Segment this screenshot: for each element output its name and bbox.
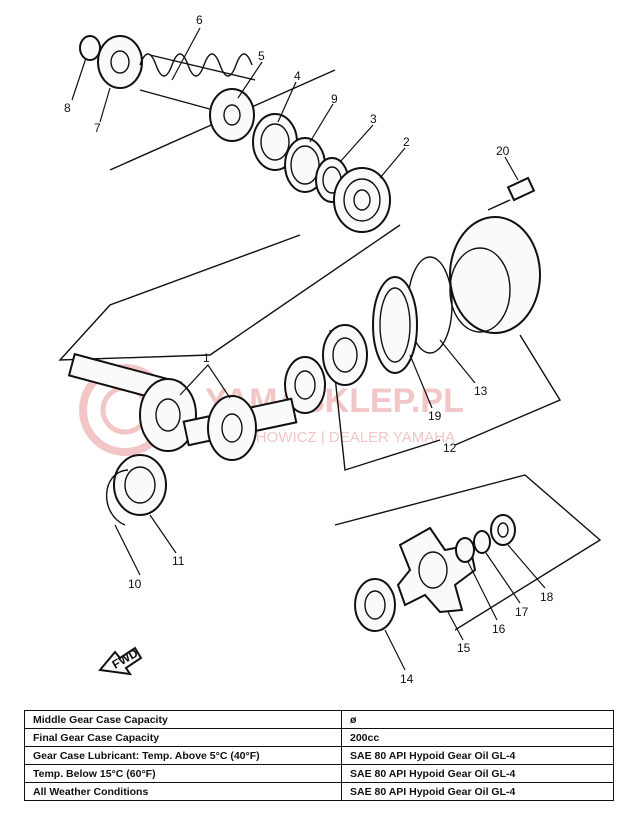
part-retainer-nut (284, 356, 326, 414)
part-5-cam (209, 88, 255, 142)
spec-label: Middle Gear Case Capacity (24, 710, 342, 729)
spec-label: Final Gear Case Capacity (24, 728, 342, 747)
part-8-circlip (79, 35, 101, 61)
callout-1: 1 (203, 351, 210, 365)
part-17-washer (473, 530, 491, 554)
forward-arrow: FWD (98, 646, 143, 676)
callouts: 6 5 4 9 3 2 8 7 20 13 19 12 11 10 14 15 … (64, 13, 554, 686)
callout-10: 10 (128, 577, 142, 591)
spec-label: Gear Case Lubricant: Temp. Above 5°C (40… (24, 746, 342, 765)
table-row: Final Gear Case Capacity 200cc (24, 728, 614, 747)
part-housing (449, 216, 541, 334)
spec-value: ø (341, 710, 614, 729)
leader-1 (179, 364, 231, 399)
part-16-washer (455, 537, 475, 563)
upper-shaft-assembly (79, 35, 391, 233)
callout-14: 14 (400, 672, 414, 686)
watermark: YAMASKLEP.PL W. LECHOWICZ | DEALER YAMAH… (79, 364, 464, 456)
part-11-bearing (113, 454, 167, 516)
part-driven-gear (207, 395, 257, 461)
callout-15: 15 (457, 641, 471, 655)
part-12-bearing (322, 324, 368, 386)
callout-13: 13 (474, 384, 488, 398)
group-brackets (58, 69, 602, 631)
callout-4: 4 (294, 69, 301, 83)
spec-value: SAE 80 API Hypoid Gear Oil GL-4 (341, 746, 614, 765)
callout-19: 19 (428, 409, 442, 423)
watermark-subtitle: W. LECHOWICZ | DEALER YAMAHA (205, 429, 455, 446)
part-2-bearing (333, 167, 391, 233)
exploded-parts-diagram: YAMASKLEP.PL W. LECHOWICZ | DEALER YAMAH… (58, 13, 602, 686)
spec-value: 200cc (341, 728, 614, 747)
part-6-spring (139, 53, 253, 77)
table-row: Middle Gear Case Capacity ø (24, 710, 614, 729)
callout-7: 7 (94, 121, 101, 135)
spec-value: SAE 80 API Hypoid Gear Oil GL-4 (341, 782, 614, 801)
callout-6: 6 (196, 13, 203, 27)
callout-9: 9 (331, 92, 338, 106)
part-18-nut (490, 514, 516, 546)
callout-20: 20 (496, 144, 510, 158)
front-bearing (105, 454, 167, 526)
lower-flange-assembly (354, 514, 516, 632)
callout-18: 18 (540, 590, 554, 604)
table-row: Temp. Below 15°C (60°F) SAE 80 API Hypoi… (24, 764, 614, 783)
spec-label: Temp. Below 15°C (60°F) (24, 764, 342, 783)
gear-housing (284, 216, 541, 414)
callout-16: 16 (492, 622, 506, 636)
callout-17: 17 (515, 605, 529, 619)
table-row: All Weather Conditions SAE 80 API Hypoid… (24, 782, 614, 801)
part-1-drive-gear (139, 378, 197, 452)
callout-3: 3 (370, 112, 377, 126)
callout-5: 5 (258, 49, 265, 63)
spec-value: SAE 80 API Hypoid Gear Oil GL-4 (341, 764, 614, 783)
part-7-spring-seat (97, 35, 143, 89)
lubrication-spec-table: Middle Gear Case Capacity ø Final Gear C… (24, 710, 614, 801)
callout-12: 12 (443, 441, 457, 455)
part-14-seal (354, 578, 396, 632)
callout-2: 2 (403, 135, 410, 149)
callout-11: 11 (172, 554, 185, 568)
callout-8: 8 (64, 101, 71, 115)
spec-label: All Weather Conditions (24, 782, 342, 801)
leader-lines (71, 27, 546, 671)
table-row: Gear Case Lubricant: Temp. Above 5°C (40… (24, 746, 614, 765)
part-20-bolt (487, 176, 536, 211)
part-10-circlip (105, 469, 129, 526)
middle-drive-gears (67, 352, 298, 461)
